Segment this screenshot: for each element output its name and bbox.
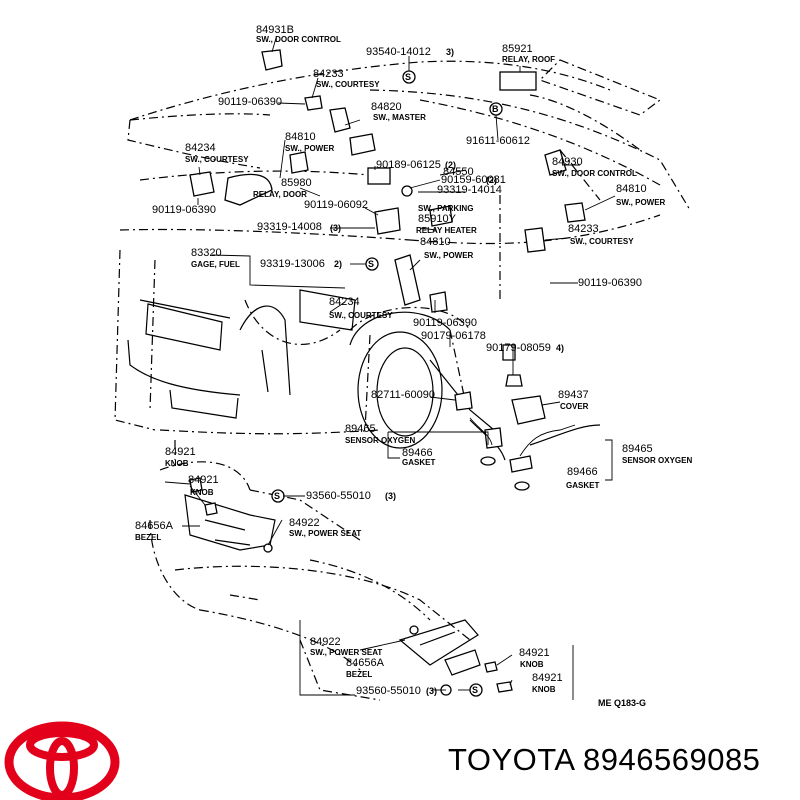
callout-name: SW., MASTER [373,113,426,122]
callout-part-no: 84656A [135,520,174,532]
callout-labels: 84931B SW., DOOR CONTROL 93540-14012 3) … [135,24,692,708]
callout-part-no: 90159-60081 [441,174,506,186]
callout-part-no: 90119-06390 [578,277,642,289]
callout-part-no: 84656A [346,657,385,669]
callout-part-no: 84921 [532,672,563,684]
callout-part-no: 89437 [558,389,589,401]
callout-name: GAGE, FUEL [191,260,240,269]
vehicle-rear-solid-detail [127,289,601,461]
callout-part-no: 90119-06390 [152,204,216,216]
callout-part-no: 89465 [622,443,653,455]
callout-name: SW., COURTESY [316,80,380,89]
callout-part-no: 90179-08059 [486,342,551,354]
leader-lines [164,37,616,700]
callout-part-no: 84921 [165,446,196,458]
svg-text:S: S [405,72,411,82]
callout-name: KNOB [520,660,544,669]
brand-name: TOYOTA [448,742,574,777]
callout-ref: 4) [556,343,564,353]
callout-part-no: 93540-14012 [366,46,431,58]
callout-name: BEZEL [346,670,372,679]
callout-part-no: 90119-06092 [304,199,368,211]
callout-name: SW., COURTESY [329,311,393,320]
callout-name: SENSOR OXYGEN [622,456,692,465]
callout-part-no: 85980 [281,177,312,189]
callout-part-no: 90119-06390 [413,317,477,329]
callout-name: SW., COURTESY [570,237,634,246]
callout-part-no: 84820 [371,101,402,113]
callout-part-no: 82711-60090 [371,389,435,401]
svg-text:S: S [472,685,478,695]
diagram-code: ME Q183-G [598,698,646,708]
callout-name: KNOB [165,459,189,468]
callout-name: SW., POWER SEAT [310,648,382,657]
power-seat-assembly-outline [149,440,481,701]
callout-part-no: 84234 [185,142,216,154]
callout-name: RELAY, ROOF [502,55,555,64]
callout-name: RELAY, DOOR [253,190,307,199]
product-caption: TOYOTA 8946569085 [448,742,760,778]
callout-part-no: 90119-06390 [218,96,282,108]
callout-ref: (3) [330,223,341,233]
callout-ref: (2) [486,175,497,185]
callout-name: SW., COURTESY [185,155,249,164]
callout-name: SW., DOOR CONTROL [552,169,637,178]
callout-part-no: 84931B [256,24,294,36]
callout-name: SW., POWER [285,144,335,153]
callout-part-no: 84233 [568,223,599,235]
callout-part-no: 84922 [289,517,320,529]
part-glyphs: S B S S S [189,49,586,697]
callout-name: KNOB [532,685,556,694]
callout-part-no: 85910Y [418,213,457,225]
callout-part-no: 93560-55010 [356,685,421,697]
svg-text:S: S [368,259,374,269]
callout-ref: (3) [385,491,396,501]
callout-name: SW., PARKING [418,204,473,213]
callout-name: KNOB [190,488,214,497]
callout-ref: 2) [334,259,342,269]
callout-name: BEZEL [135,533,161,542]
callout-part-no: 85921 [502,43,533,55]
callout-part-no: 90179-06178 [421,330,486,342]
part-number: 8946569085 [583,742,761,777]
callout-name: GASKET [566,481,599,490]
callout-part-no: 84550 [443,166,474,178]
callout-name: SENSOR OXYGEN [345,436,415,445]
callout-part-no: 84921 [519,647,550,659]
callout-part-no: 84234 [329,296,360,308]
vehicle-body-outline [114,59,691,435]
callout-part-no: 84233 [313,68,344,80]
callout-part-no: 89466 [402,447,433,459]
callout-part-no: 93319-14014 [437,184,502,196]
callout-part-no: 91611-60612 [466,135,530,147]
callout-part-no: 84921 [188,474,219,486]
svg-text:S: S [274,491,280,501]
svg-text:B: B [492,104,499,114]
toyota-emblem-logo [4,721,120,800]
callout-ref: (2) [445,160,456,170]
callout-part-no: 90189-06125 [376,159,441,171]
callout-name: COVER [560,402,589,411]
callout-name: SW., DOOR CONTROL [256,35,341,44]
callout-part-no: 84810 [285,131,316,143]
callout-part-no: 89465 [345,423,376,435]
callout-ref: 3) [446,47,454,57]
callout-name: SW., POWER [424,251,474,260]
callout-part-no: 84930 [552,156,583,168]
callout-part-no: 84922 [310,636,341,648]
callout-name: GASKET [402,458,435,467]
callout-part-no: 84810 [420,236,451,248]
callout-part-no: 93319-14008 [257,221,322,233]
callout-name: RELAY HEATER [416,226,477,235]
callout-ref: (3) [426,686,437,696]
callout-name: SW., POWER [616,198,666,207]
callout-part-no: 93319-13006 [260,258,325,270]
callout-part-no: 89466 [567,466,598,478]
callout-part-no: 83320 [191,247,222,259]
callout-part-no: 93560-55010 [306,490,371,502]
callout-part-no: 84810 [616,183,647,195]
callout-name: SW., POWER SEAT [289,529,361,538]
